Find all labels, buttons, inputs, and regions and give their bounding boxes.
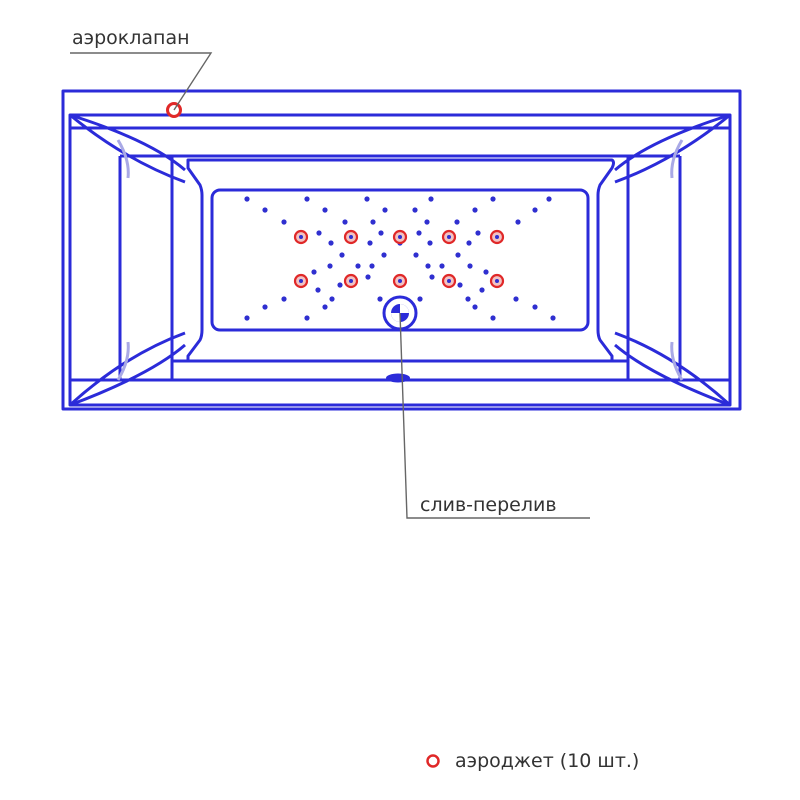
air-dot — [550, 315, 556, 321]
air-dot — [439, 263, 445, 269]
aerojet-core — [299, 235, 303, 239]
air-dot — [316, 230, 322, 236]
air-dot — [455, 252, 461, 258]
air-dot — [304, 196, 310, 202]
air-dot — [428, 196, 434, 202]
air-dot — [342, 219, 348, 225]
air-dot — [364, 196, 370, 202]
air-dot — [417, 296, 423, 302]
air-dot — [412, 207, 418, 213]
air-dot — [337, 282, 343, 288]
air-dot — [479, 287, 485, 293]
air-dot — [304, 315, 310, 321]
drain-leader-line — [399, 312, 590, 519]
air-dot — [281, 219, 287, 225]
air-dot — [513, 296, 519, 302]
air-dot — [467, 263, 473, 269]
air-dot — [424, 219, 430, 225]
air-dot — [490, 196, 496, 202]
air-dot — [490, 315, 496, 321]
aerojet-core — [447, 235, 451, 239]
air-dot — [382, 207, 388, 213]
air-dot — [244, 196, 250, 202]
air-dot — [369, 263, 375, 269]
air-dot — [532, 207, 538, 213]
aerojet-core — [398, 235, 402, 239]
air-dot — [281, 296, 287, 302]
air-dot — [339, 252, 345, 258]
air-dot — [532, 304, 538, 310]
air-dot — [322, 304, 328, 310]
aerojet-core — [299, 279, 303, 283]
aerojet-core — [447, 279, 451, 283]
headrest-highlights — [116, 139, 684, 381]
aerojet-core — [495, 235, 499, 239]
aerojet-core — [495, 279, 499, 283]
aerojet-core — [398, 279, 402, 283]
air-dot — [381, 252, 387, 258]
air-dot — [367, 240, 373, 246]
air-dot — [378, 230, 384, 236]
aerojet-group — [293, 229, 505, 289]
aero-valve-leader-line — [70, 52, 213, 111]
air-dot — [475, 230, 481, 236]
air-dot — [429, 274, 435, 280]
aerojet-legend-icon — [426, 754, 440, 768]
air-dot — [370, 219, 376, 225]
aerojet-core — [349, 279, 353, 283]
air-dot — [355, 263, 361, 269]
drain-label: слив-перелив — [420, 494, 557, 516]
air-dot — [466, 240, 472, 246]
air-dot — [416, 230, 422, 236]
aero-valve-label: аэроклапан — [72, 27, 190, 49]
air-dot — [327, 263, 333, 269]
air-dot — [465, 296, 471, 302]
air-dot — [322, 207, 328, 213]
air-dot — [454, 219, 460, 225]
aerojet-legend-label: аэроджет (10 шт.) — [455, 750, 639, 772]
air-jet-dot-pattern — [244, 196, 556, 321]
air-dot — [311, 269, 317, 275]
air-dot — [546, 196, 552, 202]
aerojet-core — [349, 235, 353, 239]
air-dot — [457, 282, 463, 288]
air-dot — [262, 207, 268, 213]
air-dot — [377, 296, 383, 302]
air-dot — [315, 287, 321, 293]
air-dot — [427, 240, 433, 246]
air-dot — [244, 315, 250, 321]
air-dot — [483, 269, 489, 275]
air-dot — [262, 304, 268, 310]
air-dot — [329, 296, 335, 302]
air-dot — [515, 219, 521, 225]
air-dot — [425, 263, 431, 269]
air-dot — [472, 304, 478, 310]
overflow-icon — [386, 373, 410, 383]
air-dot — [472, 207, 478, 213]
air-dot — [413, 252, 419, 258]
air-dot — [328, 240, 334, 246]
air-dot — [365, 274, 371, 280]
